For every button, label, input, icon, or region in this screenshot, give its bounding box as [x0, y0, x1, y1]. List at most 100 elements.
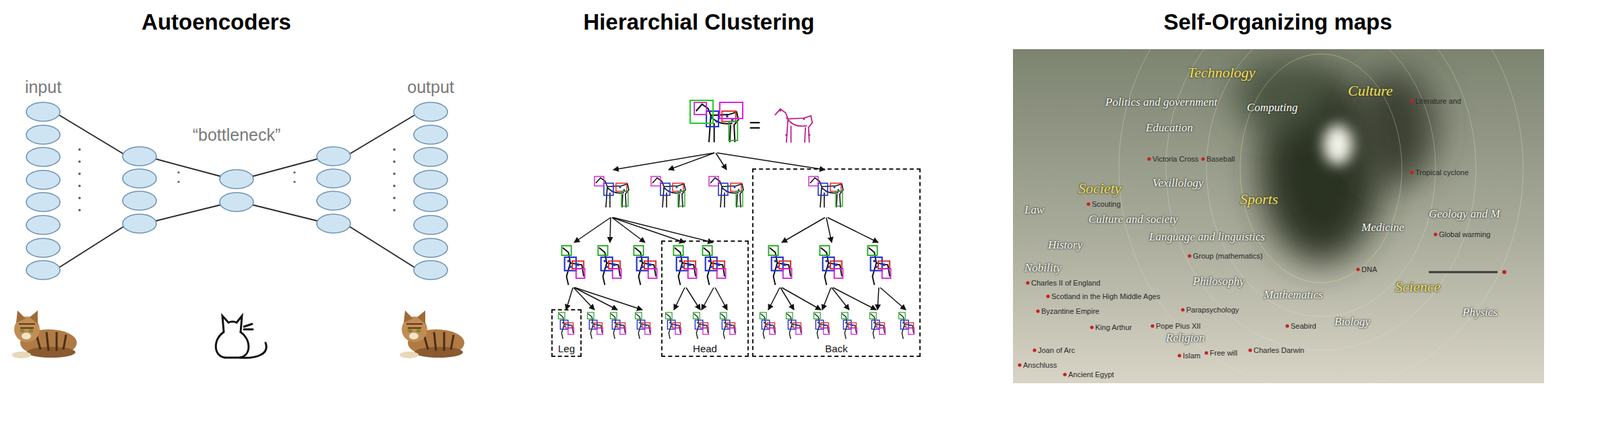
neuron [316, 146, 351, 166]
tree-arrow [768, 287, 780, 311]
autoencoder-network [59, 115, 415, 268]
ellipsis-dots [78, 208, 81, 212]
ellipsis-dots [177, 180, 180, 183]
clustering-image [558, 100, 915, 340]
autoencoder-network [252, 159, 318, 177]
tree-arrow [717, 152, 825, 170]
clustering-image [673, 245, 697, 286]
map-article-label: Charles Darwin [1253, 346, 1305, 356]
map-topic-label: Culture and society [1088, 212, 1179, 227]
map-topic-label: Law [1024, 203, 1044, 218]
ellipsis-dots [78, 184, 81, 188]
cat-photo [417, 310, 426, 325]
map-point [1180, 308, 1185, 312]
map-article-label: Byzantine Empire [1041, 307, 1100, 317]
clustering-image [558, 312, 575, 340]
cat-photo [414, 347, 464, 358]
tree-arrow [611, 217, 685, 243]
cluster-box: Back [752, 168, 921, 358]
clustering-image [635, 312, 652, 340]
map-topic-label: Religion [1165, 331, 1206, 346]
tree-arrow [715, 287, 728, 311]
map-topic-label: Education [1145, 121, 1193, 135]
cat-photo [416, 329, 422, 333]
som-terrain [1502, 270, 1507, 275]
tree-arrow [833, 287, 877, 311]
panel-heading: Autoencoders [141, 9, 292, 36]
clustering-image [651, 176, 686, 208]
tree-arrow [613, 152, 715, 170]
map-region-label: Technology [1187, 64, 1256, 81]
neuron [219, 192, 254, 212]
ellipsis-dots [392, 184, 396, 188]
ellipsis-dots [392, 172, 396, 176]
map-article-label: Scotland in the High Middle Ages [1051, 292, 1160, 302]
neuron [413, 170, 448, 190]
map-point [1045, 294, 1050, 298]
clustering-image [709, 176, 744, 208]
clustering-image [597, 245, 621, 286]
clustering-image [841, 312, 858, 340]
cat-photo [406, 324, 423, 329]
panel-heading: Hierarchial Clustering [583, 9, 815, 36]
cat-photo [403, 310, 414, 323]
map-article-label: Group (mathematics) [1192, 252, 1263, 261]
tree-arrow [781, 287, 821, 311]
cat-photo [409, 332, 419, 340]
map-topic-label: Mathematics [1263, 288, 1323, 302]
map-topic-label: Nobility [1024, 261, 1062, 275]
ellipsis-dots [392, 148, 396, 151]
map-article-label: Global warming [1438, 230, 1491, 240]
neuron [26, 215, 60, 235]
clustering-image [760, 312, 776, 340]
map-topic-label: Vexillology [1152, 176, 1204, 191]
neuron [26, 260, 60, 280]
clustering-image [720, 312, 736, 340]
autoencoder-network [59, 115, 125, 155]
neuron [26, 125, 60, 145]
clustering-image [587, 312, 604, 340]
neuron [316, 169, 351, 189]
cat-photo [29, 310, 38, 325]
clustering-image [702, 245, 726, 286]
map-point [1032, 348, 1036, 352]
clustering-image [819, 245, 843, 286]
som-terrain [1012, 49, 1545, 384]
map-article-label: Tropical cyclone [1415, 168, 1469, 178]
cat-photo [18, 324, 36, 329]
cluster-label: Leg [558, 343, 575, 355]
neuron [413, 147, 448, 167]
tree-arrow [827, 217, 879, 243]
ellipsis-dots [392, 196, 396, 200]
map-region-label: Society [1078, 179, 1122, 197]
map-article-label: Joan of Arc [1037, 346, 1075, 356]
ellipsis-dots [392, 160, 396, 164]
neuron [413, 260, 448, 280]
autoencoder-network [155, 204, 222, 222]
tree-arrow [566, 287, 573, 311]
map-article-label: Anschluss [1023, 361, 1057, 371]
map-article-label: Parapsychology [1186, 305, 1239, 315]
cluster-box: Head [661, 240, 749, 358]
ellipsis-dots [78, 148, 81, 151]
neuron [316, 191, 351, 211]
cluster-box: Leg [551, 309, 582, 358]
map-point [1248, 348, 1252, 352]
map-point [1433, 232, 1437, 236]
map-article-label: Charles II of England [1031, 279, 1101, 288]
cat-photo [16, 310, 26, 323]
map-point [1017, 99, 1437, 377]
cat-photo [399, 310, 465, 359]
cat-photo [407, 329, 413, 333]
map-topic-label: Medicine [1361, 221, 1404, 235]
clustering-image [561, 245, 585, 286]
cat-photo [21, 332, 32, 340]
neuron [122, 191, 157, 211]
map-article-label: DNA [1361, 265, 1377, 275]
som-terrain [1165, 49, 1476, 351]
som-terrain [1322, 124, 1353, 166]
ellipsis-dots [78, 148, 396, 212]
map-topic-label: Computing [1246, 101, 1299, 115]
tree-arrow [668, 152, 715, 170]
